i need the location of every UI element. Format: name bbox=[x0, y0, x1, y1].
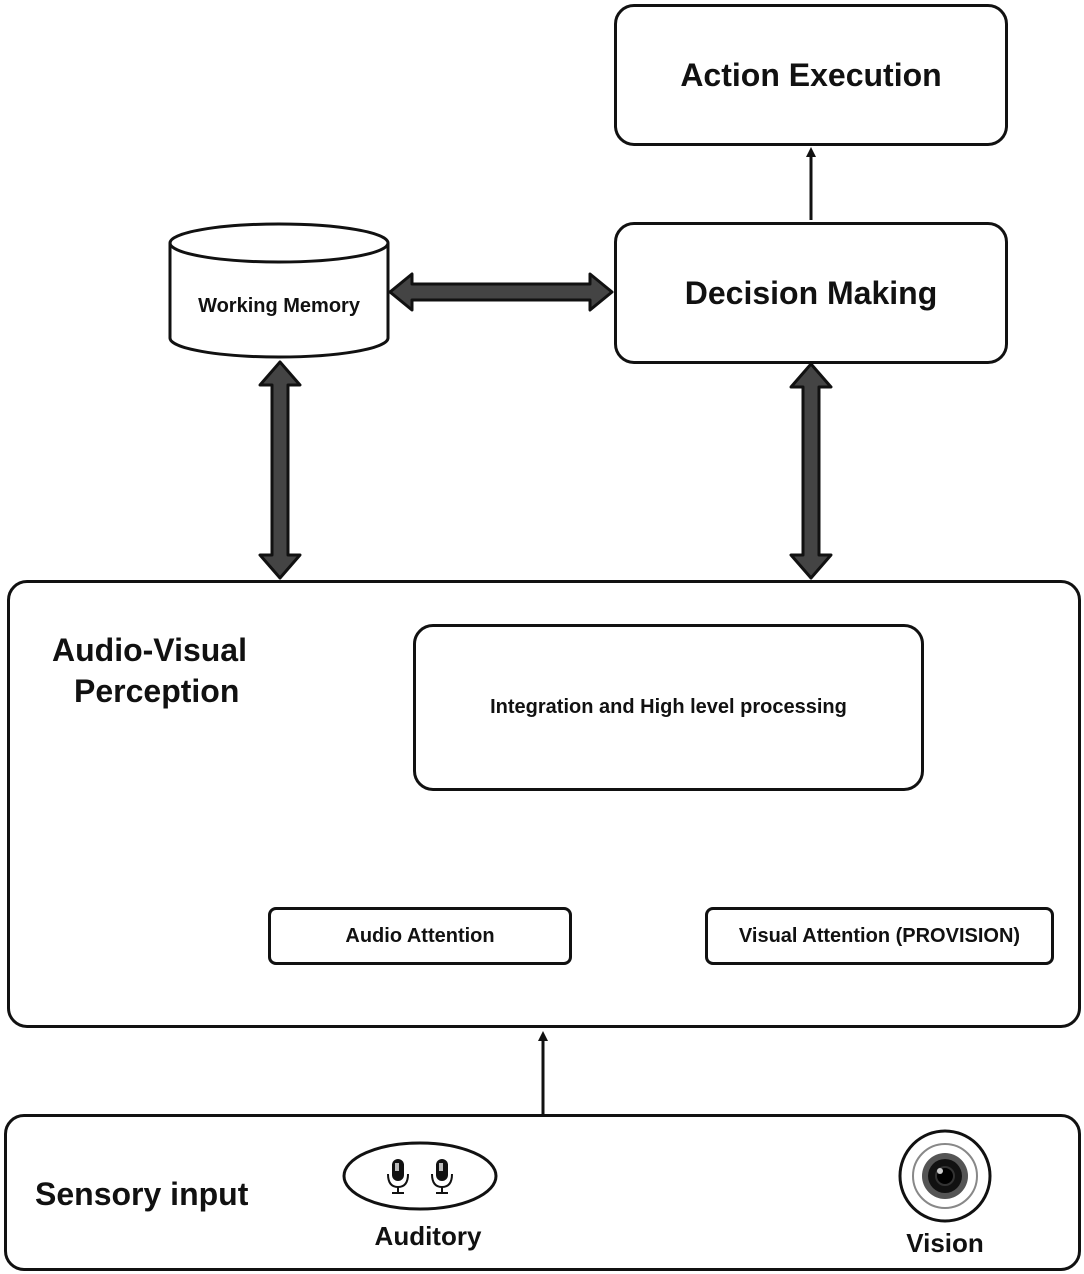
audio-attention-box: Audio Attention bbox=[268, 907, 572, 965]
arrow-decision-perception bbox=[789, 362, 833, 580]
working-memory-label: Working Memory bbox=[198, 294, 360, 317]
sensory-input-label: Sensory input bbox=[35, 1176, 249, 1212]
action-execution-box: Action Execution bbox=[614, 4, 1008, 146]
perception-title-line2: Perception bbox=[74, 673, 240, 709]
audio-attention-label: Audio Attention bbox=[345, 924, 495, 947]
visual-attention-box: Visual Attention (PROVISION) bbox=[705, 907, 1054, 965]
integration-box: Integration and High level processing bbox=[413, 624, 924, 791]
action-execution-label: Action Execution bbox=[680, 56, 942, 93]
arrow-memory-perception bbox=[258, 360, 302, 580]
integration-label: Integration and High level processing bbox=[490, 696, 847, 718]
decision-making-label: Decision Making bbox=[684, 274, 938, 311]
auditory-label: Auditory bbox=[374, 1220, 482, 1251]
visual-attention-label: Visual Attention (PROVISION) bbox=[738, 924, 1021, 947]
arrow-memory-decision bbox=[388, 272, 614, 312]
decision-making-box: Decision Making bbox=[614, 222, 1008, 364]
vision-label: Vision bbox=[906, 1227, 984, 1258]
perception-title-line1: Audio-Visual bbox=[52, 632, 247, 668]
